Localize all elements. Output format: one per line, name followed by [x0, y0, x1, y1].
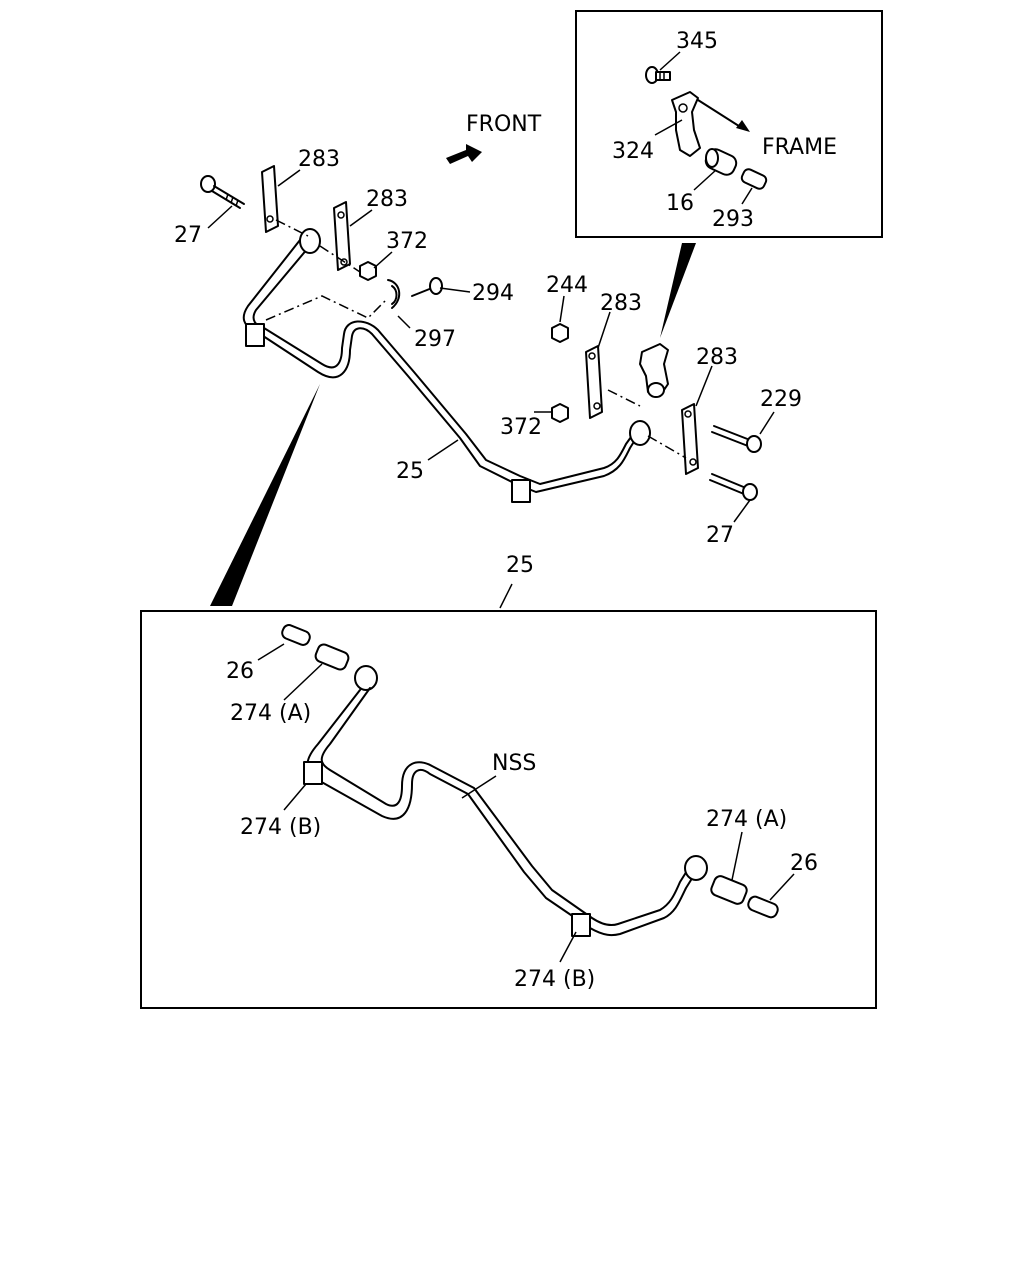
label-274a-right: 274 (A) — [706, 807, 787, 832]
label-26-left: 26 — [226, 659, 254, 684]
label-372-lower: 372 — [500, 415, 542, 440]
label-283-c: 283 — [600, 291, 642, 316]
label-274b-left: 274 (B) — [240, 815, 321, 840]
label-345: 345 — [676, 29, 718, 54]
label-372-upper: 372 — [386, 229, 428, 254]
label-16: 16 — [666, 191, 694, 216]
label-274b-right: 274 (B) — [514, 967, 595, 992]
label-27-lower: 27 — [706, 523, 734, 548]
bolt-27-lower — [709, 473, 758, 501]
label-26-right: 26 — [790, 851, 818, 876]
label-27-upper: 27 — [174, 223, 202, 248]
label-283-d: 283 — [696, 345, 738, 370]
bolt-345 — [645, 66, 671, 84]
label-283-a: 283 — [298, 147, 340, 172]
link-plate-283-c — [585, 345, 603, 419]
nut-244 — [551, 323, 569, 343]
label-nss: NSS — [492, 751, 536, 776]
label-283-b: 283 — [366, 187, 408, 212]
label-294: 294 — [472, 281, 514, 306]
nut-372-lower — [551, 403, 569, 423]
clamp-297 — [387, 279, 401, 309]
link-plate-283-b — [333, 201, 351, 271]
pin-26-right — [747, 895, 779, 919]
detail-pointer-top — [660, 243, 696, 338]
label-244: 244 — [546, 273, 588, 298]
bushing-16 — [704, 148, 738, 176]
detail-box-stabilizer — [140, 610, 877, 1009]
nut-372-upper — [359, 261, 377, 281]
bolt-229 — [711, 425, 762, 453]
frame-arrow-head — [736, 120, 750, 132]
pin-26-left — [281, 624, 311, 646]
sleeve-293 — [740, 168, 768, 190]
link-plate-283-d — [681, 403, 699, 475]
bolt-27-upper — [200, 175, 245, 209]
label-25-detail: 25 — [506, 553, 534, 578]
front-arrow-icon — [446, 144, 482, 164]
label-297: 297 — [414, 327, 456, 352]
detail-box-frame-bracket — [575, 10, 883, 238]
bushing-274a-right — [710, 875, 748, 905]
label-front: FRONT — [466, 112, 542, 137]
label-frame: FRAME — [762, 135, 837, 160]
label-293: 293 — [712, 207, 754, 232]
stabilizer-bar-25-upper — [242, 228, 651, 503]
detail-pointer-bottom — [210, 384, 320, 606]
label-25-upper: 25 — [396, 459, 424, 484]
label-324: 324 — [612, 139, 654, 164]
stabilizer-bar-25-detail — [303, 665, 708, 937]
link-plate-283-a — [261, 165, 279, 233]
bushing-274a-left — [314, 643, 350, 671]
label-274a-left: 274 (A) — [230, 701, 311, 726]
bolt-294 — [411, 277, 443, 297]
label-229: 229 — [760, 387, 802, 412]
